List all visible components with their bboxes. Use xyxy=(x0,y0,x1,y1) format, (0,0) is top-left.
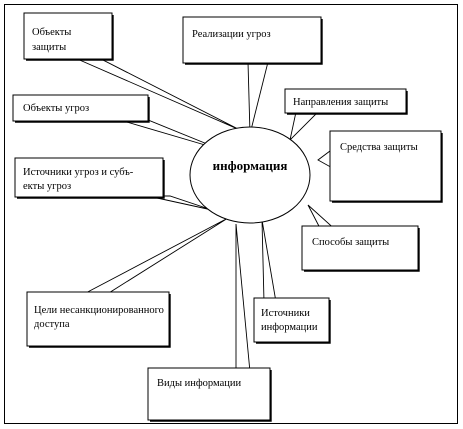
connector-info-types xyxy=(235,223,251,373)
node-access-goals-line2: доступа xyxy=(34,319,70,330)
connector-protection-directions xyxy=(289,111,320,142)
node-protection-objects: Объекты защиты xyxy=(23,12,114,61)
node-threat-objects-line1: Объекты угроз xyxy=(23,103,89,114)
node-protection-objects-line1: Объекты xyxy=(32,27,71,38)
center-label: информация xyxy=(213,158,288,173)
node-protection-means-line1: Средства защиты xyxy=(340,142,418,153)
node-info-types-line1: Виды информации xyxy=(157,378,241,389)
node-protection-methods-line1: Способы защиты xyxy=(312,237,389,248)
connector-access-goals xyxy=(79,217,229,297)
outer-frame xyxy=(4,4,458,424)
node-protection-directions: Направления защиты xyxy=(284,88,408,115)
connector-info-sources xyxy=(261,219,277,303)
center-ellipse xyxy=(189,126,311,224)
node-protection-methods: Способы защиты xyxy=(301,225,420,272)
node-protection-directions-line1: Направления защиты xyxy=(293,97,388,108)
node-info-sources-line1: Источники xyxy=(261,308,310,319)
node-threat-objects: Объекты угроз xyxy=(12,94,150,123)
node-info-sources-line2: информации xyxy=(261,322,318,333)
node-info-sources: Источники информации xyxy=(253,297,331,344)
node-info-types: Виды информации xyxy=(147,367,272,422)
node-protection-means: Средства защиты xyxy=(329,130,443,203)
node-threat-realization: Реализации угроз xyxy=(182,16,323,65)
node-threat-sources-line1: Источники угроз и субъ- xyxy=(23,167,134,178)
node-access-goals-line1: Цели несанкционированного xyxy=(34,305,164,316)
node-protection-objects-line2: защиты xyxy=(32,42,66,53)
connectors xyxy=(74,57,340,373)
node-threat-sources-line2: екты угроз xyxy=(23,181,71,192)
connector-threat-realization xyxy=(247,61,269,135)
node-access-goals: Цели несанкционированного доступа xyxy=(26,291,171,348)
node-threat-realization-line1: Реализации угроз xyxy=(192,29,271,40)
node-threat-sources: Источники угроз и субъ- екты угроз xyxy=(14,157,165,199)
